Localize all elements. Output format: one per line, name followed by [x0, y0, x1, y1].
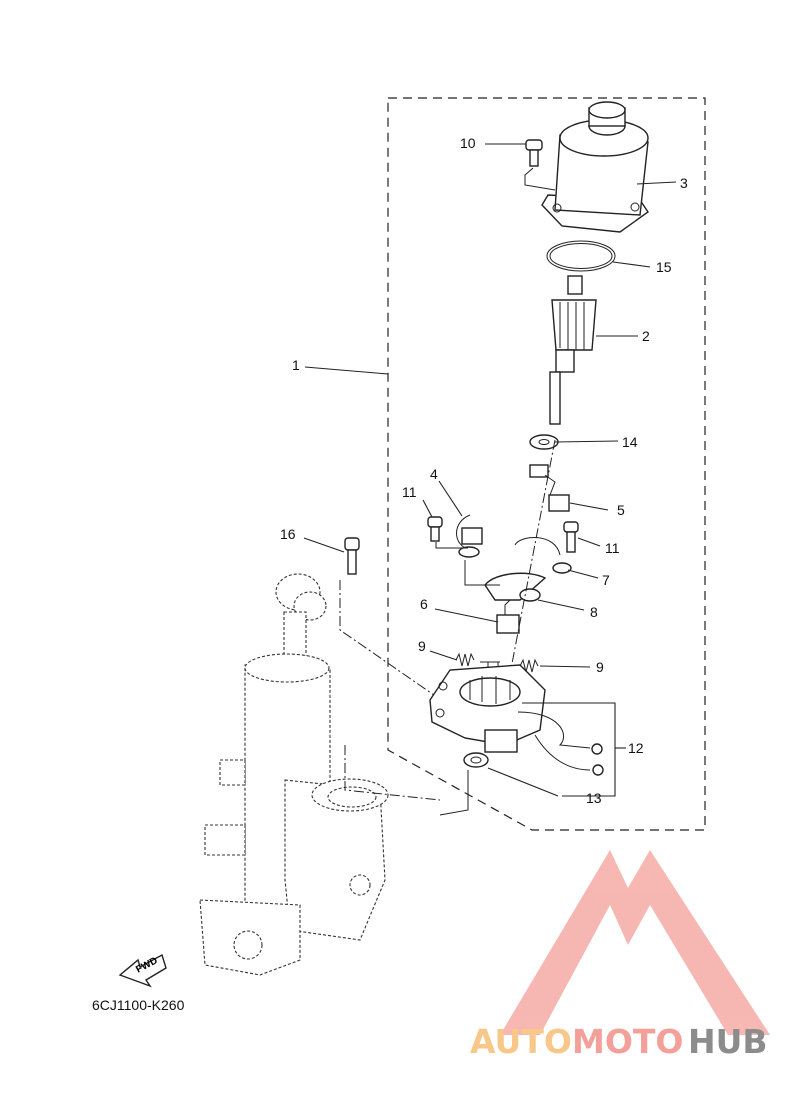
circlip-8 — [519, 588, 541, 602]
brush-6 — [496, 614, 520, 634]
drawing-code: 6CJ1100-K260 — [92, 997, 185, 1013]
watermark-moto: MOTO — [572, 1022, 683, 1061]
callout-16: 16 — [280, 526, 296, 542]
callout-11-left: 11 — [402, 484, 417, 500]
leader-lines — [303, 143, 677, 797]
callout-15: 15 — [656, 259, 672, 275]
watermark-auto: AUTO — [470, 1022, 572, 1061]
washer-13 — [463, 752, 489, 768]
brush-holder-4 — [456, 514, 483, 558]
callout-12: 12 — [628, 740, 644, 756]
fwd-arrow — [118, 953, 167, 988]
callout-10: 10 — [460, 135, 476, 151]
callout-6: 6 — [420, 596, 428, 612]
callout-7: 7 — [602, 572, 610, 588]
o-ring-15 — [546, 240, 616, 272]
callout-13: 13 — [586, 790, 602, 806]
callout-8: 8 — [590, 604, 598, 620]
callout-3: 3 — [680, 175, 688, 191]
callout-1: 1 — [292, 357, 300, 373]
watermark-logo-shape — [500, 850, 770, 1035]
watermark-logo — [500, 850, 770, 1035]
callout-2: 2 — [642, 328, 650, 344]
callout-14: 14 — [622, 434, 638, 450]
bolt-16 — [344, 537, 360, 575]
screw-11-left — [427, 516, 468, 549]
motor-yoke — [541, 101, 649, 233]
callouts: 1 2 3 4 5 6 7 8 9 9 10 11 11 12 13 14 15… — [280, 135, 688, 806]
watermark-hub: HUB — [688, 1022, 768, 1061]
tilt-cylinder-unit — [199, 573, 389, 976]
callout-4: 4 — [430, 466, 438, 482]
callout-5: 5 — [617, 502, 625, 518]
watermark-text: AUTO MOTO HUB — [470, 1022, 768, 1061]
callout-11-right: 11 — [605, 540, 620, 556]
screw-10 — [524, 139, 556, 191]
screw-11-right — [552, 521, 579, 574]
brush-5 — [529, 464, 570, 512]
brush-plate-7 — [464, 536, 561, 601]
armature-2 — [549, 275, 597, 425]
callout-9-right: 9 — [596, 659, 604, 675]
base-12 — [429, 664, 604, 776]
callout-9-left: 9 — [418, 638, 426, 654]
